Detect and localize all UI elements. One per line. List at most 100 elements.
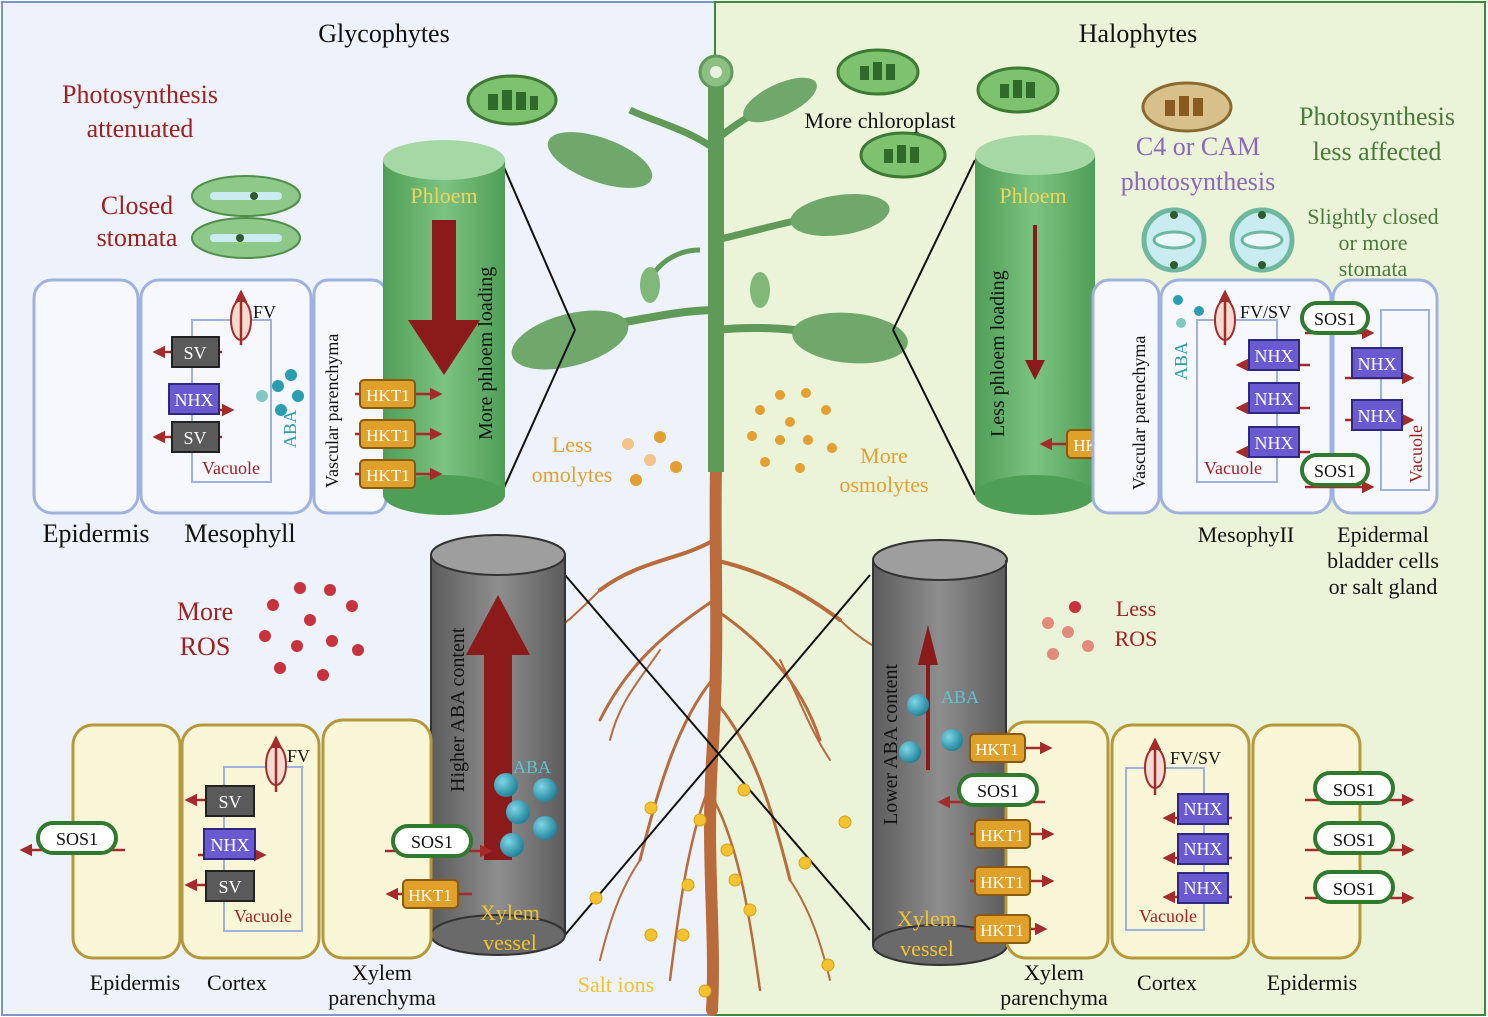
vacuole-root-label: Vacuole: [234, 906, 292, 926]
stomata-line3: stomata: [1339, 256, 1408, 281]
nhx-label: NHX: [175, 390, 214, 410]
roots: [539, 464, 901, 1016]
hkt1-root-label: HKT1: [408, 886, 451, 905]
aba-spheres: [494, 773, 557, 857]
stomata-line2: or more: [1338, 230, 1407, 255]
sv-label-top: SV: [183, 343, 206, 363]
c4-cam-line2: photosynthesis: [1121, 167, 1276, 196]
halo-xylem-parenchyma-line1: Xylem: [1024, 960, 1084, 985]
halo-leaf-nhx: [1235, 339, 1310, 459]
fv-root-icon: [265, 735, 287, 792]
root-epidermis-label: Epidermis: [90, 970, 180, 995]
halo-hkt1-xp-4: HKT1: [980, 921, 1023, 940]
halo-xylem-parenchyma-line2: parenchyma: [1000, 985, 1108, 1010]
glycophytes-title: Glycophytes: [318, 19, 449, 48]
mesophyll-label: Mesophyll: [184, 519, 295, 548]
halo-vascular-parenchyma-label: Vascular parenchyma: [1129, 336, 1149, 490]
chloroplast-icon: [466, 74, 558, 126]
salt-ion-dots: [589, 783, 852, 998]
more-ros-dots: [259, 582, 364, 681]
halo-root-sos1-1: SOS1: [1333, 780, 1375, 800]
halo-nhx-2: NHX: [1255, 389, 1294, 409]
plant: [511, 54, 908, 1016]
leaf: [547, 132, 653, 188]
halo-cortex-label: Cortex: [1137, 970, 1197, 995]
halo-nhx-1: NHX: [1255, 346, 1294, 366]
vacuole-label: Vacuole: [202, 458, 260, 478]
glyco-root-cells: [71, 718, 433, 960]
halo-bladder-vacuole-label: Vacuole: [1406, 425, 1426, 483]
photosynthesis-attenuated-line1: Photosynthesis: [62, 80, 218, 109]
open-stomata-icons: [1141, 207, 1295, 273]
halo-sos1-xp: SOS1: [977, 781, 1019, 801]
more-ros-line2: ROS: [180, 632, 231, 661]
halo-root-epidermis-label: Epidermis: [1267, 970, 1357, 995]
glyco-hkt1-root: [385, 879, 472, 909]
phloem-loading-label: More phloem loading: [475, 267, 497, 440]
halo-hkt1-xp-2: HKT1: [980, 826, 1023, 845]
aba-molecules: [256, 369, 304, 416]
halo-root-nhx: [1162, 793, 1232, 904]
halo-aba-label: ABA: [1171, 342, 1191, 380]
xylem-vessel-line1: Xylem: [480, 900, 540, 925]
xylem-vessel-line2: vessel: [483, 930, 537, 955]
salt-ions-label: Salt ions: [578, 972, 654, 997]
fv-label: FV: [253, 302, 276, 322]
halo-phloem-label: Phloem: [999, 183, 1066, 208]
xylem-parenchyma-line1: Xylem: [352, 960, 412, 985]
lower-aba-label: Lower ABA content: [880, 663, 902, 825]
higher-aba-label: Higher ABA content: [447, 627, 469, 792]
hkt1-label-3: HKT1: [366, 466, 409, 485]
fvsv-label: FV/SV: [1240, 302, 1291, 322]
nhx-root: NHX: [211, 835, 250, 855]
halo-sos1-bottom: SOS1: [1314, 461, 1356, 481]
bladder-line2: bladder cells: [1327, 548, 1439, 573]
halophytes-title: Halophytes: [1079, 19, 1197, 48]
glyco-leaf-transporters: [152, 336, 235, 453]
more-ros-line1: More: [177, 597, 233, 626]
c4-cam-chloroplast-icon: [1141, 81, 1233, 133]
halo-aba-spheres: [899, 694, 963, 763]
less-ros-line1: Less: [1116, 596, 1156, 621]
aba-xylem-label: ABA: [513, 757, 551, 777]
halo-root-sos1: [1305, 771, 1415, 905]
leaf: [743, 77, 817, 123]
fv-transporter-icon: [230, 289, 252, 345]
less-osmolyte-dots: [622, 431, 682, 486]
halo-bladder-transporters: [1300, 301, 1415, 494]
sv-root-bottom: SV: [218, 877, 241, 897]
halo-aba-dots: [1173, 295, 1204, 328]
photosynthesis-less-line1: Photosynthesis: [1299, 102, 1455, 131]
glyco-phloem-cylinder: [383, 140, 505, 515]
photosynthesis-attenuated-line2: attenuated: [87, 114, 194, 143]
bladder-line3: or salt gland: [1329, 574, 1438, 599]
glyco-root-transporters: [184, 785, 267, 902]
closed-stomata-line2: stomata: [97, 223, 178, 252]
sv-root-top: SV: [218, 792, 241, 812]
glyco-sos1-xylem-parenchyma: [385, 824, 493, 858]
more-chloroplast-label: More chloroplast: [805, 108, 956, 133]
sv-label-bottom: SV: [183, 428, 206, 448]
phloem-label: Phloem: [410, 183, 477, 208]
closed-stomata-icon: [191, 175, 301, 259]
closed-stomata-line1: Closed: [101, 191, 173, 220]
halo-vacuole-label: Vacuole: [1204, 458, 1262, 478]
aba-label: ABA: [280, 410, 300, 448]
leaf: [790, 194, 890, 236]
xylem-parenchyma-line2: parenchyma: [328, 985, 436, 1010]
halo-nhx-bladder-2: NHX: [1358, 406, 1397, 426]
halo-nhx-3: NHX: [1255, 433, 1294, 453]
halo-nhx-root-1: NHX: [1184, 799, 1223, 819]
halo-vacuole-root-label: Vacuole: [1139, 906, 1197, 926]
more-chloroplast-icons: [836, 48, 1060, 179]
halo-root-sos1-3: SOS1: [1333, 879, 1375, 899]
connector-lines: [502, 159, 976, 936]
halo-xylem-vessel-line2: vessel: [900, 936, 954, 961]
halo-sos1-top: SOS1: [1314, 309, 1356, 329]
sos1-xp-label: SOS1: [411, 832, 453, 852]
less-omolytes-line1: Less: [552, 432, 592, 457]
halo-fvsv-root-label: FV/SV: [1170, 748, 1221, 768]
less-ros-line2: ROS: [1115, 626, 1158, 651]
